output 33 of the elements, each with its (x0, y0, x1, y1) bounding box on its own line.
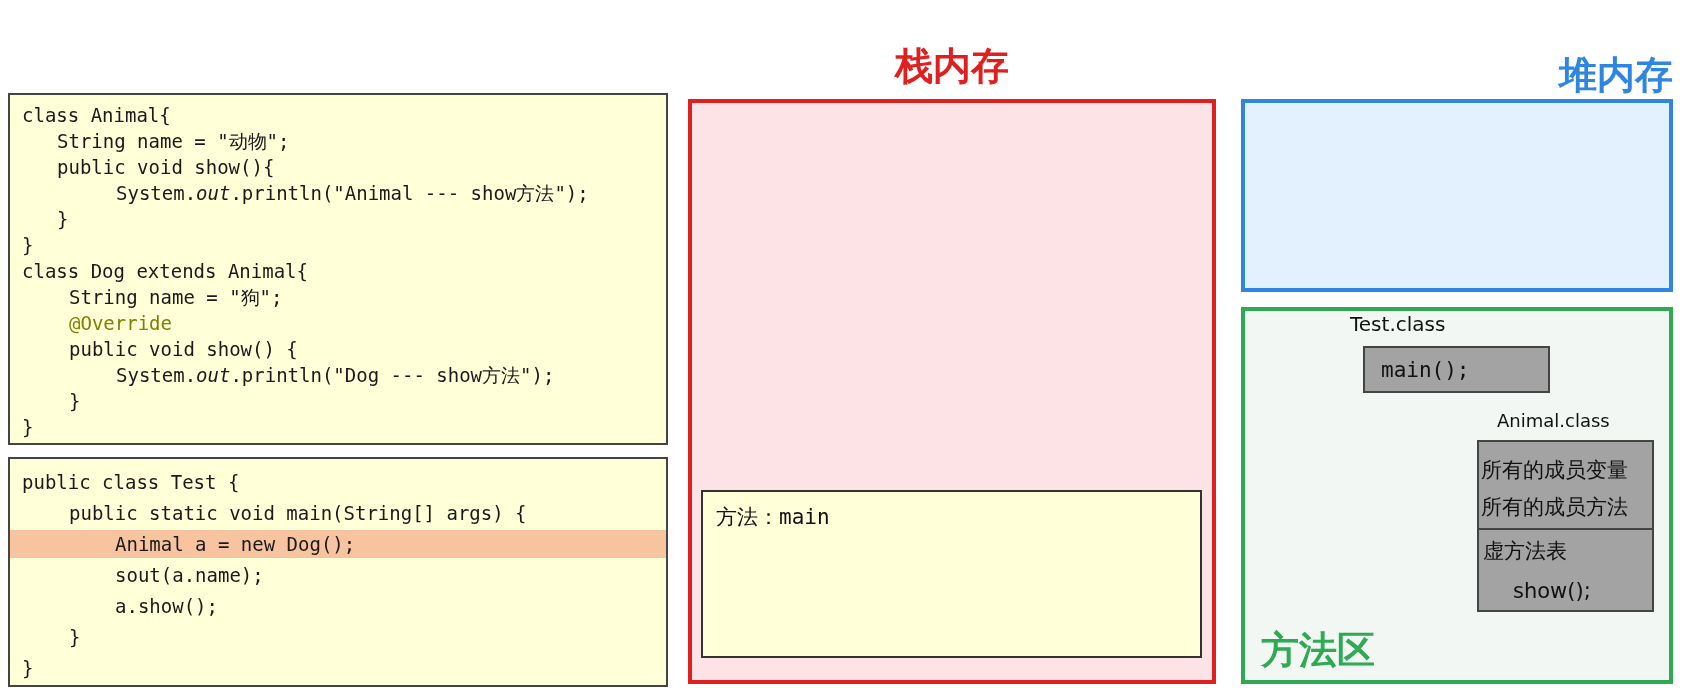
code-line: System.out.println("Animal --- show方法"); (116, 181, 589, 205)
code-line: sout(a.name); (115, 563, 264, 587)
member-text: 所有的成员方法 (1481, 494, 1628, 520)
class-name: Test.class (1350, 312, 1446, 336)
code-line: } (22, 233, 34, 257)
code-line: String name = "狗"; (69, 285, 283, 309)
code-line: String name = "动物"; (57, 129, 290, 153)
code-line: @Override (69, 311, 172, 335)
class-name: Animal.class (1497, 410, 1610, 432)
stack-frame: 方法：main (701, 490, 1202, 658)
code-line: } (69, 625, 81, 649)
member-text: 所有的成员变量 (1481, 457, 1628, 483)
method-box: main(); (1363, 346, 1550, 393)
code-line: } (69, 389, 81, 413)
code-line: class Animal{ (22, 103, 171, 127)
panel-title: 方法区 (1261, 628, 1375, 672)
code-line: class Dog extends Animal{ (22, 259, 308, 283)
code-line: public void show(){ (57, 155, 275, 179)
code-line: } (22, 415, 34, 439)
code-line: Animal a = new Dog(); (115, 532, 356, 556)
panel-title: 堆内存 (1559, 53, 1673, 97)
code-line: a.show(); (115, 594, 218, 618)
code-line: } (57, 207, 69, 231)
code-line: public void show() { (69, 337, 298, 361)
code-panel (8, 93, 668, 445)
code-panel (8, 457, 668, 687)
code-line: } (22, 656, 34, 680)
code-line: public static void main(String[] args) { (69, 501, 527, 525)
vtable-title: 虚方法表 (1483, 538, 1567, 564)
code-line: System.out.println("Dog --- show方法"); (116, 363, 555, 387)
method-entry: show(); (1513, 578, 1591, 604)
panel-title: 栈内存 (895, 44, 1009, 88)
code-line: public class Test { (22, 470, 240, 494)
